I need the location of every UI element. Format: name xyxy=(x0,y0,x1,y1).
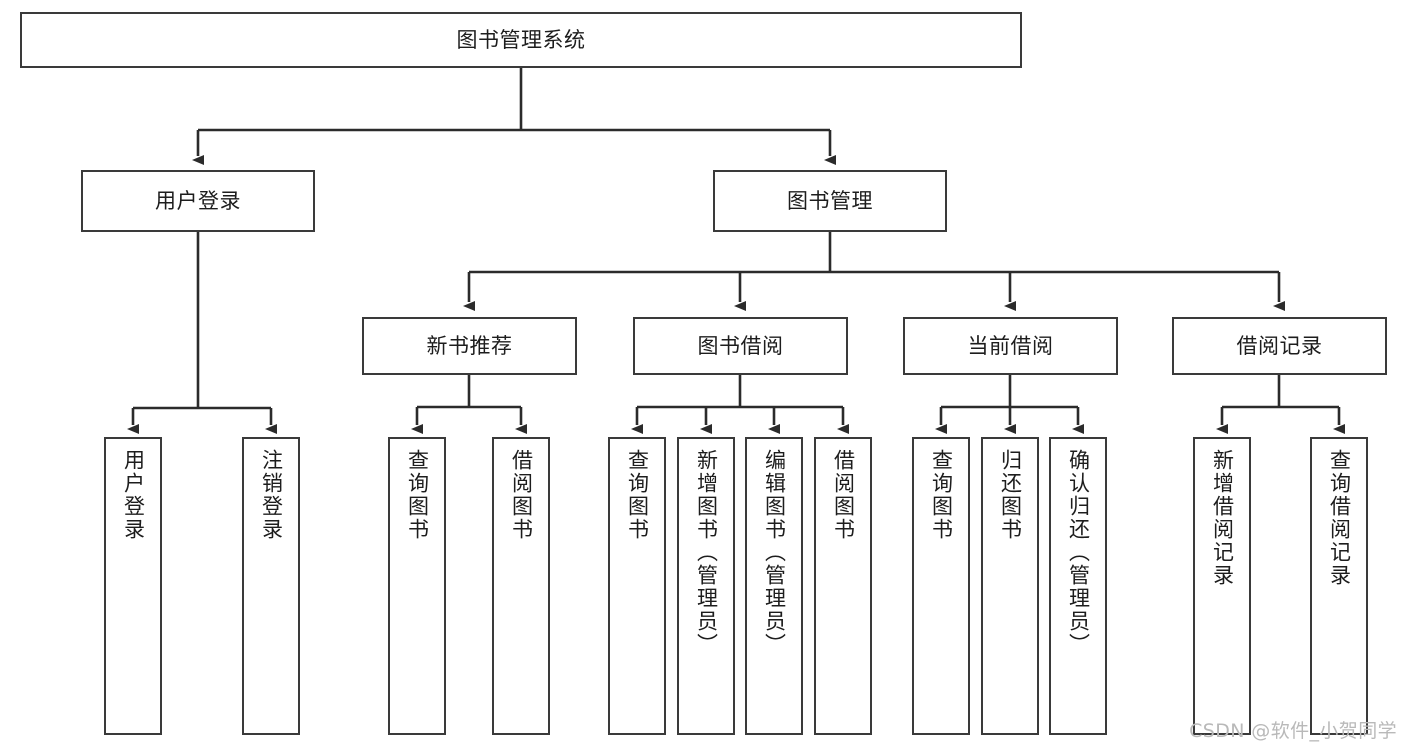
node-borrow-record[interactable]: 借阅记录 xyxy=(1172,317,1387,375)
node-book-borrow[interactable]: 图书借阅 xyxy=(633,317,848,375)
leaf-current-borrow-return-book[interactable]: 归还图书 xyxy=(981,437,1039,735)
leaf-current-borrow-query-book[interactable]: 查询图书 xyxy=(912,437,970,735)
node-label: 借阅记录 xyxy=(1236,333,1323,358)
leaf-book-borrow-add-book-admin[interactable]: 新增图书（管理员） xyxy=(677,437,735,735)
node-root-book-management-system[interactable]: 图书管理系统 xyxy=(20,12,1022,68)
leaf-book-borrow-borrow-book[interactable]: 借阅图书 xyxy=(814,437,872,735)
node-label: 注销登录 xyxy=(259,449,284,541)
node-label: 新增图书（管理员） xyxy=(694,449,719,656)
node-label: 新增借阅记录 xyxy=(1210,449,1235,587)
node-label: 当前借阅 xyxy=(967,333,1054,358)
node-label: 图书借阅 xyxy=(697,333,784,358)
leaf-current-borrow-confirm-return-admin[interactable]: 确认归还（管理员） xyxy=(1049,437,1107,735)
node-label: 新书推荐 xyxy=(426,333,513,358)
node-label: 借阅图书 xyxy=(509,449,534,541)
leaf-book-borrow-query-book[interactable]: 查询图书 xyxy=(608,437,666,735)
node-book-management[interactable]: 图书管理 xyxy=(713,170,947,232)
node-label: 图书管理 xyxy=(787,188,873,213)
node-label: 图书管理系统 xyxy=(456,27,586,52)
node-label: 用户登录 xyxy=(121,449,146,541)
node-new-book-recommend[interactable]: 新书推荐 xyxy=(362,317,577,375)
node-label: 查询图书 xyxy=(929,449,954,541)
node-label: 查询借阅记录 xyxy=(1327,449,1352,587)
node-label: 用户登录 xyxy=(155,188,241,213)
node-label: 归还图书 xyxy=(998,449,1023,541)
leaf-user-login-logout[interactable]: 注销登录 xyxy=(242,437,300,735)
node-label: 借阅图书 xyxy=(831,449,856,541)
leaf-borrow-record-add-record[interactable]: 新增借阅记录 xyxy=(1193,437,1251,735)
watermark-text: CSDN @软件_小贺同学 xyxy=(1189,720,1397,742)
leaf-new-book-borrow-book[interactable]: 借阅图书 xyxy=(492,437,550,735)
node-label: 查询图书 xyxy=(405,449,430,541)
leaf-book-borrow-edit-book-admin[interactable]: 编辑图书（管理员） xyxy=(745,437,803,735)
node-user-login[interactable]: 用户登录 xyxy=(81,170,315,232)
leaf-user-login-login[interactable]: 用户登录 xyxy=(104,437,162,735)
leaf-new-book-query-book[interactable]: 查询图书 xyxy=(388,437,446,735)
leaf-borrow-record-query-record[interactable]: 查询借阅记录 xyxy=(1310,437,1368,735)
node-label: 确认归还（管理员） xyxy=(1066,449,1091,656)
node-label: 查询图书 xyxy=(625,449,650,541)
node-label: 编辑图书（管理员） xyxy=(762,449,787,656)
node-current-borrow[interactable]: 当前借阅 xyxy=(903,317,1118,375)
